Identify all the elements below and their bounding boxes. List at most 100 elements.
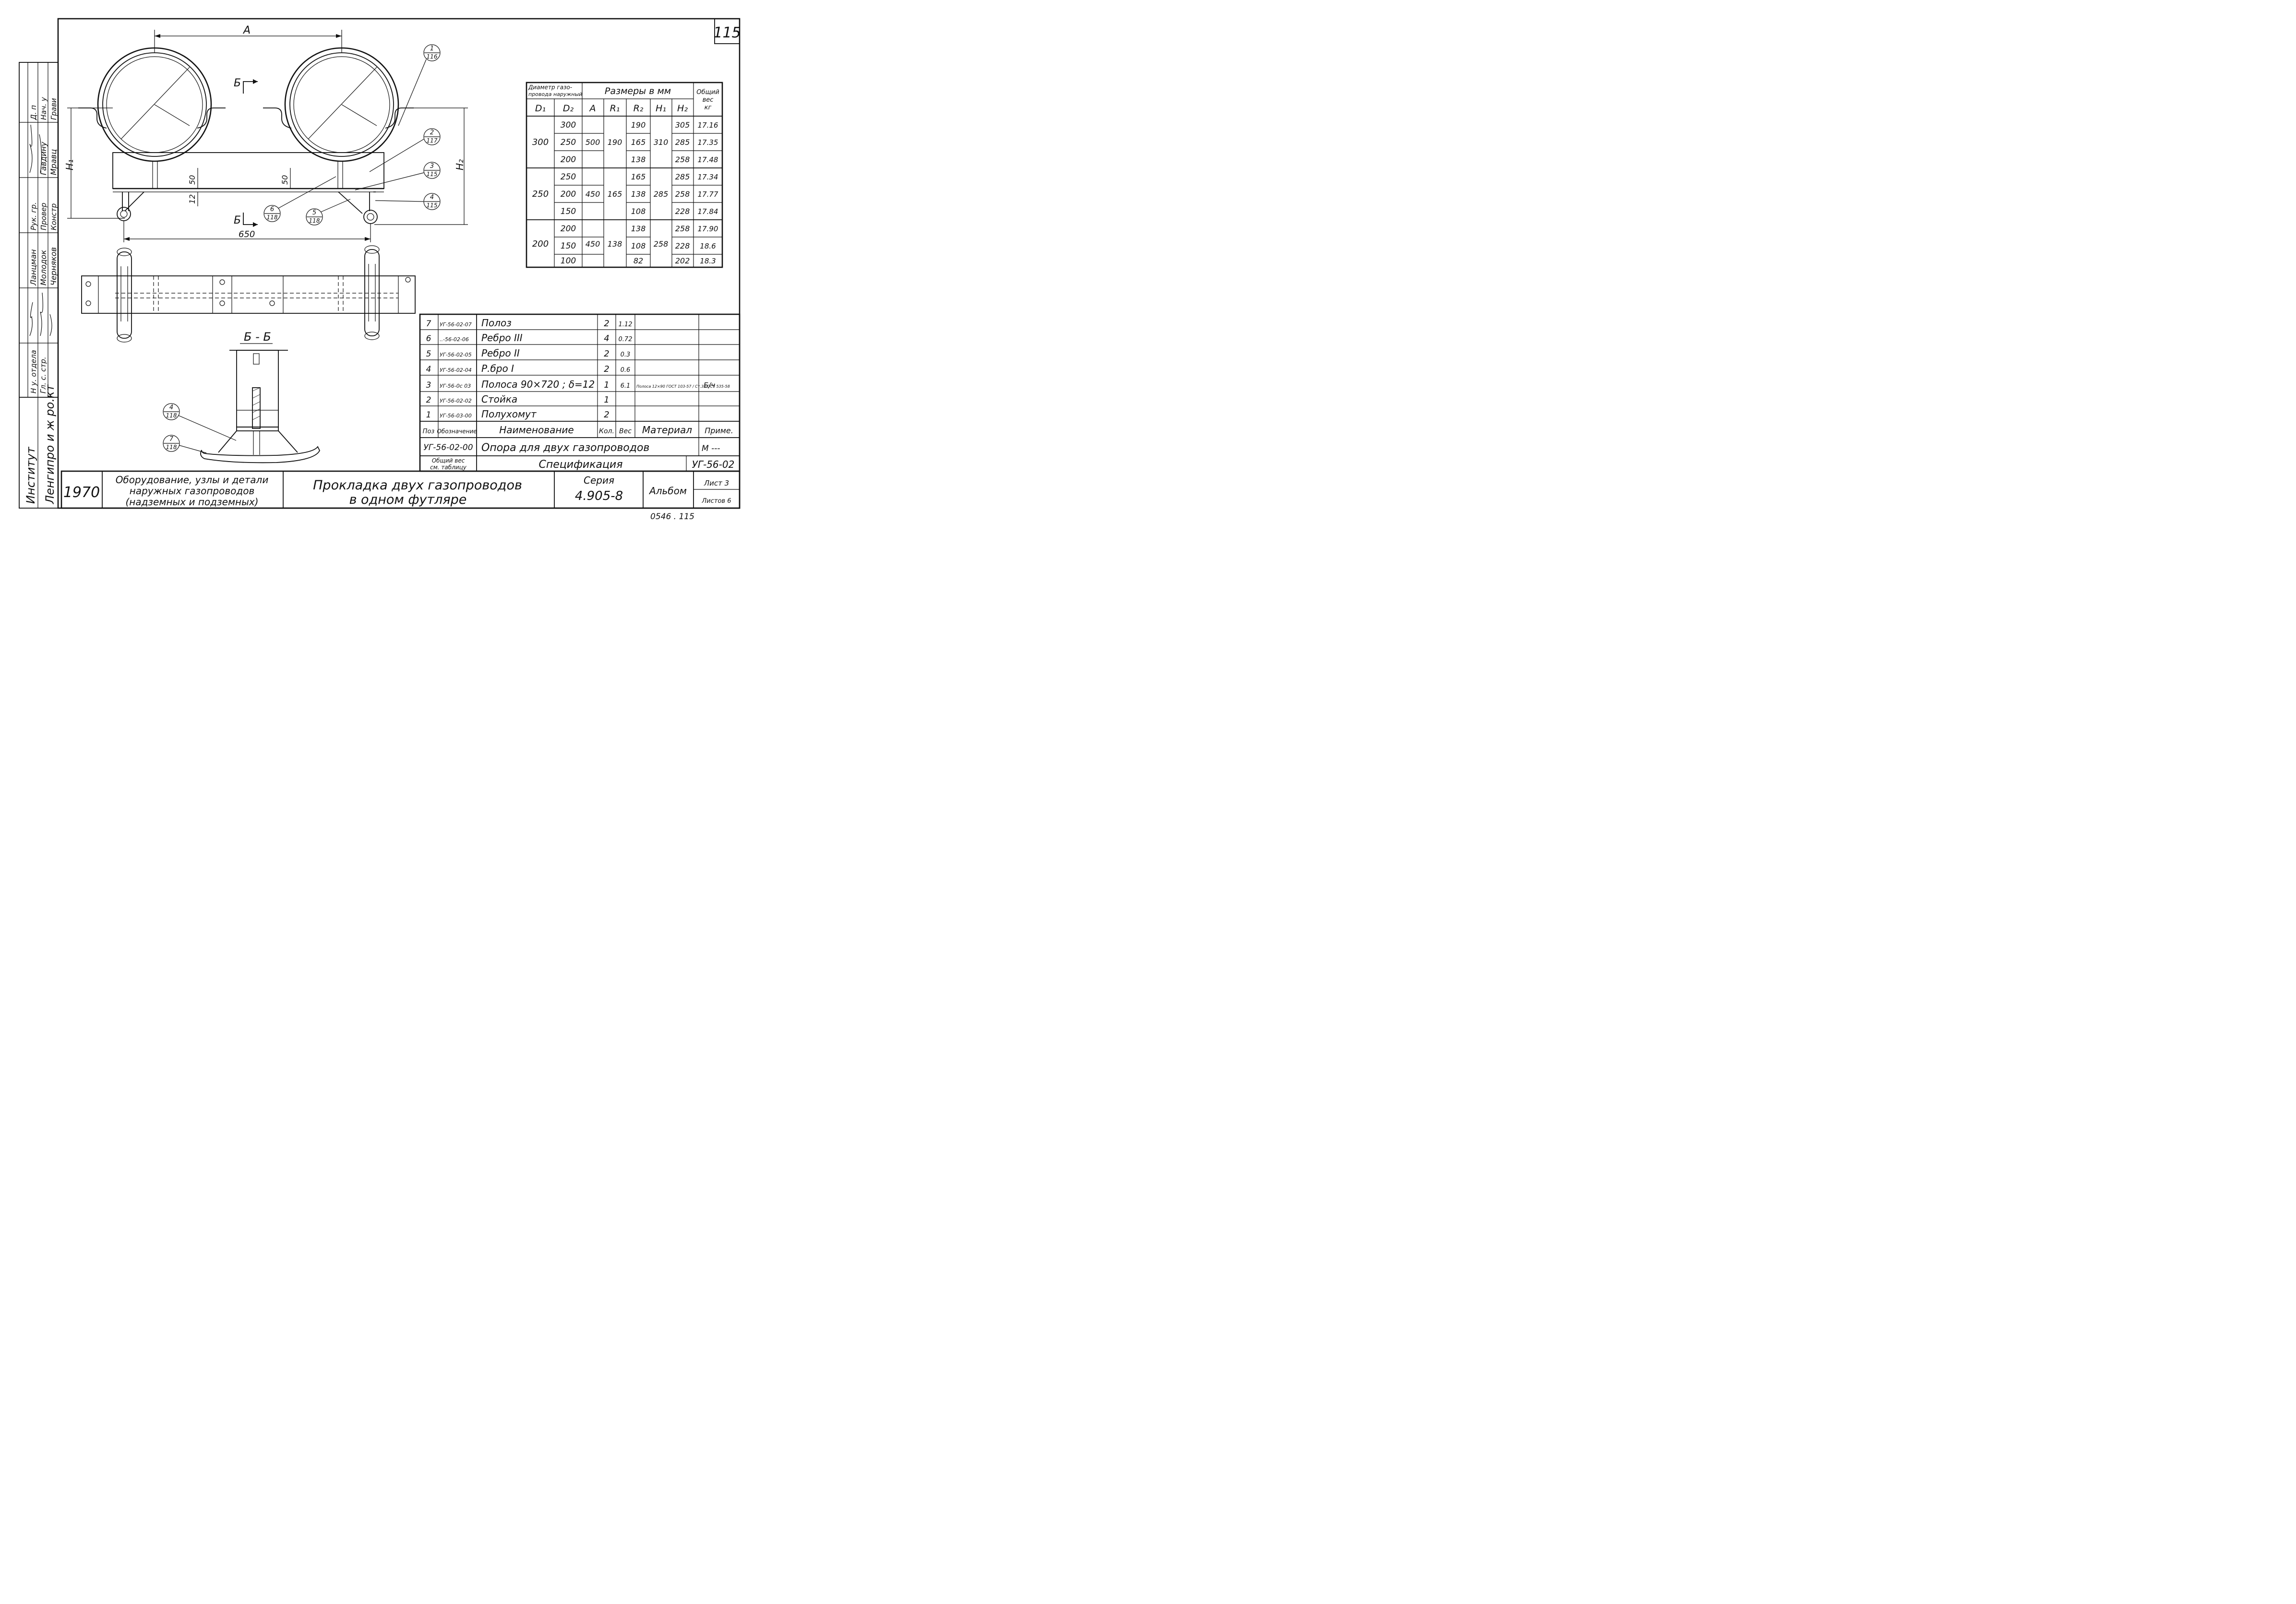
spec-pos: 4	[426, 365, 431, 374]
dt-cell: 250	[561, 172, 576, 182]
role-head-u: Нач. у	[39, 96, 48, 120]
institute-name-1: Институт	[24, 446, 37, 504]
drawing-sheet: 115 Институт Ленгипро и ж ро.кт Н у. отд…	[19, 18, 741, 522]
dt-col-r1: R₁	[610, 103, 620, 114]
title-line-2: в одном футляре	[349, 492, 467, 507]
svg-text:4: 4	[169, 404, 173, 411]
callout-section-7: 7 118	[163, 435, 207, 453]
spec-weight: 0.3	[621, 351, 631, 358]
dim-650-label: 650	[239, 229, 255, 239]
spec-hdr-qty: Кол.	[599, 428, 614, 435]
svg-text:4: 4	[430, 194, 434, 201]
svg-text:118: 118	[267, 214, 278, 221]
subject-line-1: Оборудование, узлы и детали	[116, 474, 269, 486]
spec-weight: 6.1	[621, 382, 631, 390]
signature-marks	[29, 292, 52, 336]
role-dp: Д. п	[29, 105, 38, 120]
dt-hdr-weight-2: вес	[703, 96, 714, 104]
dt-cell: 138	[631, 155, 646, 164]
spec-name: Ребро II	[481, 347, 520, 359]
spec-qty: 4	[604, 333, 609, 344]
svg-text:7: 7	[169, 436, 174, 443]
dt-cell: 200	[561, 224, 576, 234]
dt-cell: 108	[631, 207, 646, 216]
spec-weight: 0.72	[619, 336, 633, 343]
dt-cell: 202	[675, 256, 690, 265]
spec-name: Р.бро I	[481, 363, 514, 374]
sheet-number: 115	[713, 24, 741, 41]
role-designer: Констр	[49, 203, 58, 230]
section-title: Б - Б	[244, 330, 271, 344]
spec-hdr-pos: Поз	[423, 428, 435, 435]
spec-hdr-weight: Вес	[619, 428, 632, 435]
section-arrow-top	[243, 81, 258, 94]
spec-name: Стойка	[481, 393, 517, 405]
spec-code: УГ-56-02-04	[440, 367, 472, 373]
sheet-label: Лист 3	[704, 479, 729, 487]
spec-material: Полоса 12×90 ГОСТ 103-57 / Ст.3 ГОСТ 535…	[636, 384, 730, 389]
spec-hdr-code: Обозначение	[437, 428, 477, 435]
dt-cell: 258	[675, 224, 690, 233]
subject-line-3: (надземных и подземных)	[125, 496, 258, 508]
spec-qty: 2	[604, 349, 609, 359]
dt-hdr-diam2: провода наружный	[528, 91, 582, 97]
svg-text:117: 117	[427, 137, 438, 144]
dt-g1-h1: 310	[654, 138, 669, 147]
svg-text:115: 115	[427, 171, 438, 178]
spec-hdr-material: Материал	[642, 424, 692, 436]
spec-weight: 0.6	[621, 367, 631, 374]
spec-name: Ребро III	[481, 332, 523, 344]
dim-h2-label: H₂	[454, 159, 466, 170]
spec-name: Полухомут	[481, 408, 537, 420]
series-label: Серия	[584, 475, 614, 486]
sheet-number-box: 115	[713, 18, 741, 44]
dt-col-a: A	[589, 103, 596, 114]
spec-pos: 3	[426, 380, 431, 390]
spec-pos: 6	[426, 334, 431, 344]
signer-name-5: Мравц	[49, 149, 58, 175]
section-mark-bottom: Б	[234, 214, 241, 226]
spec-pos: 2	[426, 395, 431, 405]
title-block: 1970 Оборудование, узлы и детали наружны…	[60, 470, 741, 509]
dt-cell: 17.90	[698, 225, 718, 233]
spec-qty: 1	[604, 395, 609, 405]
role-engraver: Грави	[49, 98, 58, 120]
dt-g3-d1: 200	[532, 239, 549, 249]
dt-cell: 17.48	[698, 155, 718, 164]
dt-cell: 18.6	[700, 242, 716, 250]
left-runner-end	[117, 207, 131, 221]
spec-footer: Поз Обозначение Наименование Кол. Вес Ма…	[423, 424, 735, 471]
assembly-scale: М ---	[702, 444, 720, 453]
dt-g2-r1: 165	[608, 190, 622, 199]
signer-name-4: Гавдину	[39, 142, 48, 175]
section-view: Б - Б	[200, 330, 321, 463]
dt-g3-h1: 258	[654, 239, 669, 249]
total-weight-label: Общий вес	[432, 457, 465, 464]
dt-g3-r1: 138	[608, 239, 622, 249]
left-signature-strip: Институт Ленгипро и ж ро.кт Н у. отдела …	[19, 62, 59, 509]
spec-note: Б/ч	[704, 381, 715, 390]
callout-2: 2 117	[369, 128, 441, 172]
title-year: 1970	[63, 484, 100, 501]
dt-cell: 285	[675, 172, 690, 181]
dt-cell: 200	[561, 155, 576, 165]
dt-cell: 108	[631, 241, 646, 250]
svg-text:118: 118	[309, 217, 320, 224]
spec-name: Полоса 90×720 ; δ=12	[481, 379, 595, 390]
dt-col-r2: R₂	[634, 103, 644, 114]
svg-text:2: 2	[430, 129, 434, 136]
series-value: 4.905-8	[575, 489, 623, 503]
role-checked: Провер	[39, 202, 48, 230]
svg-text:6: 6	[270, 206, 274, 213]
footer-stamp: 0546 . 115	[650, 512, 694, 522]
signer-name-3: Черняков	[49, 247, 58, 285]
dim-h1-label: H₁	[64, 159, 75, 170]
dt-cell: 300	[561, 120, 576, 130]
title-line-1: Прокладка двух газопроводов	[313, 478, 522, 493]
doc-code: УГ-56-02	[692, 459, 735, 470]
spec-title: Спецификация	[539, 459, 623, 471]
dt-cell: 305	[675, 120, 690, 130]
spec-name: Полоз	[481, 317, 512, 329]
dt-cell: 18.3	[700, 257, 716, 265]
spec-code: УГ-56-03-00	[440, 413, 472, 419]
